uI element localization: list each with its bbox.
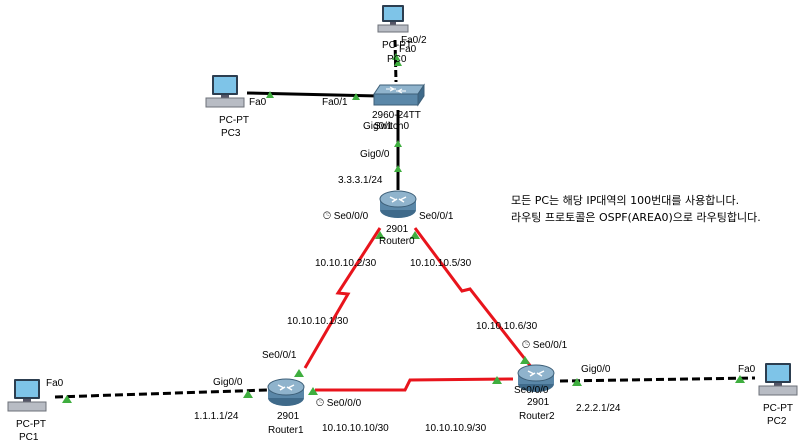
- address-label: 10.10.10.10/30: [322, 423, 389, 434]
- router0-device[interactable]: [378, 188, 418, 220]
- link-light: [394, 165, 402, 172]
- port-label: Gig0/0: [213, 377, 243, 388]
- link-light: [492, 376, 502, 384]
- link-router0-router2[interactable]: [413, 227, 534, 369]
- link-light: [375, 231, 385, 239]
- port-label: Se0/0/1: [419, 211, 454, 222]
- link-light: [520, 356, 530, 364]
- switch0-device[interactable]: [372, 82, 428, 108]
- pc-icon: [758, 363, 798, 396]
- link-pc3-switch0[interactable]: [246, 91, 379, 98]
- address-label: 3.3.3.1/24: [338, 175, 383, 186]
- router2-name: Router2: [519, 411, 555, 422]
- pc2-device[interactable]: [755, 362, 801, 398]
- address-label: 1.1.1.1/24: [194, 411, 239, 422]
- address-label: 10.10.10.6/30: [476, 321, 538, 332]
- link-router0-router1[interactable]: [303, 227, 382, 369]
- switch-icon: [373, 83, 425, 107]
- port-label: Se0/0/1: [262, 350, 297, 361]
- router2-device[interactable]: [516, 362, 556, 394]
- clock-port-label: 🕒︎ Se0/0/1: [522, 340, 568, 351]
- port-label: Se0/0/0: [514, 385, 549, 396]
- switch0-name: Switch0: [374, 121, 410, 132]
- pc1-type: PC-PT: [16, 419, 46, 430]
- pc-icon: [377, 5, 409, 33]
- link-light: [62, 395, 72, 403]
- pc0-name: PC0: [387, 54, 407, 65]
- link-light: [266, 91, 274, 98]
- link-status-lights: [62, 53, 745, 403]
- note-line: 모든 PC는 해당 IP대역의 100번대를 사용합니다.: [511, 194, 740, 207]
- link-light: [392, 53, 400, 60]
- clock-icon: 🕒︎: [522, 340, 530, 351]
- clock-icon: 🕒︎: [316, 398, 324, 409]
- port-label: Fa0: [249, 97, 267, 108]
- port-label: Fa0: [46, 378, 64, 389]
- link-light: [243, 390, 253, 398]
- pc0-device[interactable]: [374, 4, 414, 34]
- pc2-name: PC2: [767, 416, 787, 427]
- pc2-type: PC-PT: [763, 403, 793, 414]
- switch0-model: 2960-24TT: [372, 110, 421, 121]
- link-light: [394, 140, 402, 147]
- router2-model: 2901: [527, 397, 550, 408]
- pc1-device[interactable]: [4, 378, 50, 414]
- link-router2-pc2[interactable]: [559, 376, 756, 383]
- router0-model: 2901: [386, 224, 409, 235]
- router1-name: Router1: [268, 425, 304, 436]
- address-label: 10.10.10.1/30: [287, 316, 349, 327]
- router1-device[interactable]: [266, 376, 306, 408]
- port-label: Fa0: [399, 44, 417, 55]
- router-icon: [517, 364, 555, 392]
- port-label: Gig0/1: [363, 121, 393, 132]
- link-light: [352, 93, 360, 100]
- port-label: Gig0/0: [581, 364, 611, 375]
- pc1-name: PC1: [19, 432, 39, 443]
- pc3-name: PC3: [221, 128, 241, 139]
- note-line: 라우팅 프로토콜은 OSPF(AREA0)으로 라우팅합니다.: [511, 211, 761, 224]
- address-label: 10.10.10.2/30: [315, 258, 377, 269]
- address-label: 2.2.2.1/24: [576, 403, 621, 414]
- router-icon: [379, 190, 417, 218]
- port-label: Fa0/1: [322, 97, 348, 108]
- clock-port-label: 🕒︎ Se0/0/0: [323, 211, 369, 222]
- link-light: [735, 375, 745, 383]
- port-label: Gig0/0: [360, 149, 390, 160]
- router-icon: [267, 378, 305, 406]
- link-light: [394, 59, 402, 66]
- pc3-type: PC-PT: [219, 115, 249, 126]
- router1-model: 2901: [277, 411, 300, 422]
- pc3-device[interactable]: [202, 74, 248, 110]
- clock-port-label: 🕒︎ Se0/0/0: [316, 398, 362, 409]
- link-light: [572, 378, 582, 386]
- link-light: [308, 387, 318, 395]
- annotation-note: 모든 PC는 해당 IP대역의 100번대를 사용합니다. 라우팅 프로토콜은 …: [511, 192, 761, 226]
- link-light: [294, 369, 304, 377]
- pc-icon: [7, 379, 47, 412]
- link-router1-pc1[interactable]: [54, 388, 269, 399]
- pc0-type: PC-PT: [382, 40, 412, 51]
- address-label: 10.10.10.9/30: [425, 423, 487, 434]
- port-label: Fa0: [738, 364, 756, 375]
- link-light: [410, 231, 420, 239]
- address-label: 10.10.10.5/30: [410, 258, 472, 269]
- link-router1-router2[interactable]: [315, 377, 514, 392]
- clock-icon: 🕒︎: [323, 211, 331, 222]
- port-label: Fa0/2: [401, 35, 427, 46]
- link-pc0-switch0[interactable]: [393, 39, 398, 83]
- router0-name: Router0: [379, 236, 415, 247]
- pc-icon: [205, 75, 245, 108]
